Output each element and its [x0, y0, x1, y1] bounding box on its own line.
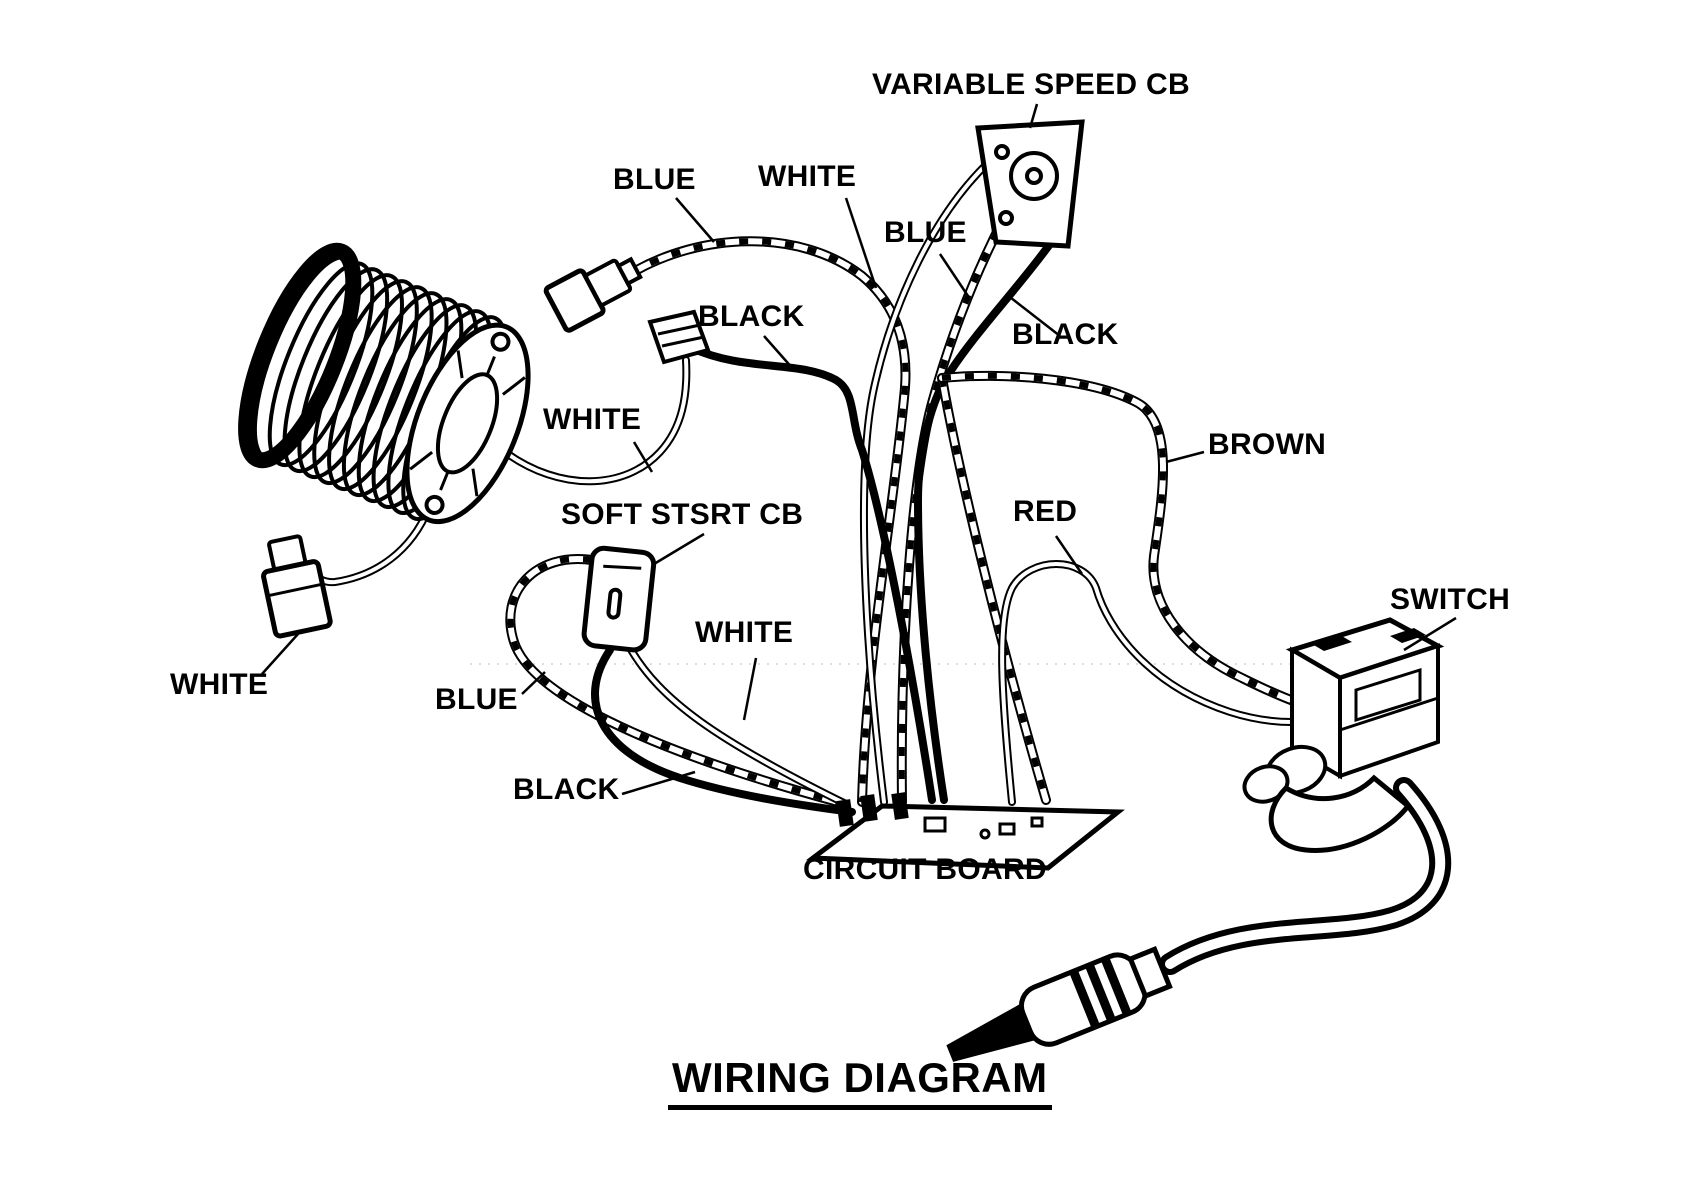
cb-terminal-hole — [998, 210, 1014, 226]
power-cord-plug — [946, 945, 1173, 1062]
wire-white-motor — [501, 356, 691, 486]
blue-wire-connector — [543, 256, 643, 333]
label-switch: SWITCH — [1390, 583, 1511, 616]
coil-rib — [327, 285, 434, 492]
coil-end-ring — [238, 242, 362, 469]
cb-center-dot — [1025, 167, 1043, 185]
motor-end-face — [404, 322, 531, 525]
wire-brown — [937, 370, 1301, 707]
wire-black-bottom — [591, 646, 856, 816]
bolt-hole — [490, 331, 511, 352]
label-black-right: BLACK — [1012, 318, 1119, 351]
cb-terminal-hole — [994, 144, 1010, 160]
board-terminal — [891, 792, 909, 820]
switch-terminal — [1390, 628, 1426, 643]
board-terminal — [860, 794, 878, 822]
bolt-hole — [424, 494, 445, 515]
wire-blue-bottom — [505, 553, 843, 807]
circuit-board — [805, 792, 1125, 871]
plug-rib — [1069, 971, 1100, 1027]
label-white-motor: WHITE — [543, 403, 642, 436]
leader-lines — [261, 103, 1457, 796]
coil-rib — [282, 267, 390, 474]
board-component — [1030, 816, 1044, 828]
motor-stator — [238, 242, 531, 525]
board-component — [923, 816, 947, 833]
wire-black-right — [913, 240, 1054, 804]
switch-trigger — [1268, 774, 1412, 853]
diagram-title: WIRING DIAGRAM — [668, 1054, 1052, 1110]
switch-terminal — [1312, 635, 1352, 651]
label-variable-speed-cb: VARIABLE SPEED CB — [872, 68, 1190, 101]
switch-assembly — [1242, 617, 1445, 853]
label-black-bottom: BLACK — [513, 773, 620, 806]
plug-tip — [946, 1002, 1038, 1062]
label-circuit-board: CIRCUIT BOARD — [803, 853, 1047, 886]
label-blue-mid: BLUE — [884, 216, 967, 249]
label-brown: BROWN — [1208, 428, 1327, 461]
wire-red — [998, 560, 1296, 806]
wire-blue-top — [625, 236, 911, 807]
plug-rib — [1101, 958, 1131, 1014]
label-white-plug: WHITE — [170, 668, 269, 701]
board-hole — [979, 828, 991, 840]
wire-black-left — [688, 344, 936, 804]
power-cord — [1159, 777, 1451, 975]
board-component — [998, 822, 1016, 836]
label-soft-start-cb: SOFT STSRT CB — [561, 498, 804, 531]
label-blue-top: BLUE — [613, 163, 696, 196]
wire-striped-center — [937, 373, 1051, 805]
white-connector-plug — [261, 534, 333, 639]
coil-rib — [297, 273, 404, 480]
coil-rib — [267, 261, 375, 468]
wire-white-top — [859, 148, 1004, 806]
variable-speed-cb — [975, 119, 1085, 249]
label-black-left: BLACK — [698, 300, 805, 333]
wire-nut — [647, 309, 711, 365]
plug-rib — [1085, 965, 1116, 1021]
label-white-center: WHITE — [695, 616, 794, 649]
switch-spindle — [1242, 764, 1290, 804]
board-terminal — [836, 799, 854, 827]
soft-start-cb — [581, 545, 657, 653]
label-white-top: WHITE — [758, 160, 857, 193]
wire-white-center — [626, 644, 850, 808]
label-red: RED — [1013, 495, 1078, 528]
label-blue-bottom: BLUE — [435, 683, 518, 716]
